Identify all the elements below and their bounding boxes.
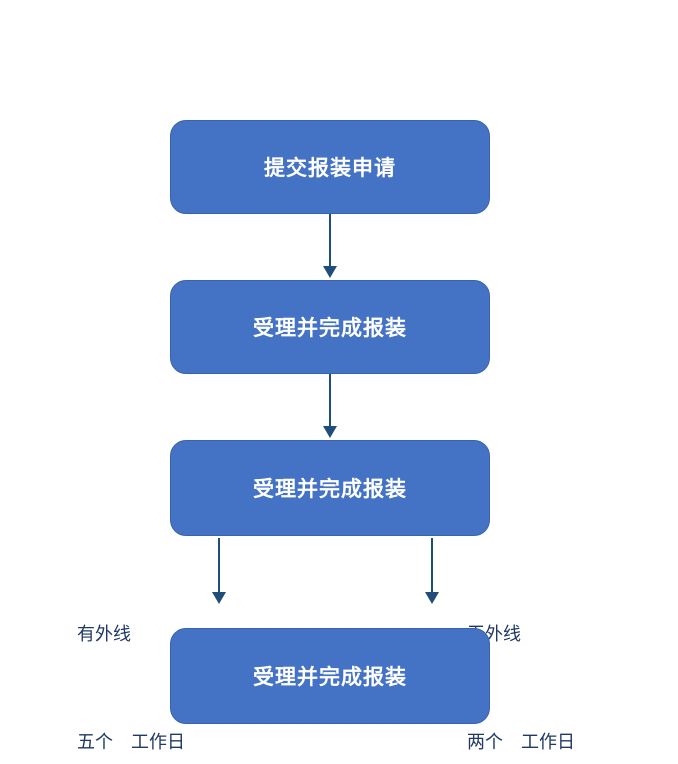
connector-line [329, 374, 331, 426]
connector-branch-right [425, 538, 439, 604]
flow-node-label: 提交报装申请 [264, 156, 396, 180]
branch-label-line2: 两个 工作日 [467, 732, 575, 753]
flow-node-accept-complete-1: 受理并完成报装 [170, 280, 490, 374]
connector-line [431, 538, 433, 592]
connector-arrow-2 [323, 374, 337, 438]
connector-branch-left [212, 538, 226, 604]
flow-node-submit-application: 提交报装申请 [170, 120, 490, 214]
connector-line [218, 538, 220, 592]
branch-label-line2: 五个 工作日 [77, 732, 185, 753]
connector-line [329, 214, 331, 266]
arrowhead-down-icon [425, 592, 439, 604]
arrowhead-down-icon [212, 592, 226, 604]
arrowhead-down-icon [323, 426, 337, 438]
flow-node-accept-complete-3: 受理并完成报装 [170, 628, 490, 724]
flow-node-label: 受理并完成报装 [253, 665, 407, 689]
flow-node-accept-complete-2: 受理并完成报装 [170, 440, 490, 536]
flow-node-label: 受理并完成报装 [253, 477, 407, 501]
arrowhead-down-icon [323, 266, 337, 278]
connector-arrow-1 [323, 214, 337, 278]
branch-label-left: 有外线 五个 工作日 [77, 545, 185, 764]
branch-label-line1: 有外线 [77, 624, 131, 645]
flow-node-label: 受理并完成报装 [253, 316, 407, 340]
